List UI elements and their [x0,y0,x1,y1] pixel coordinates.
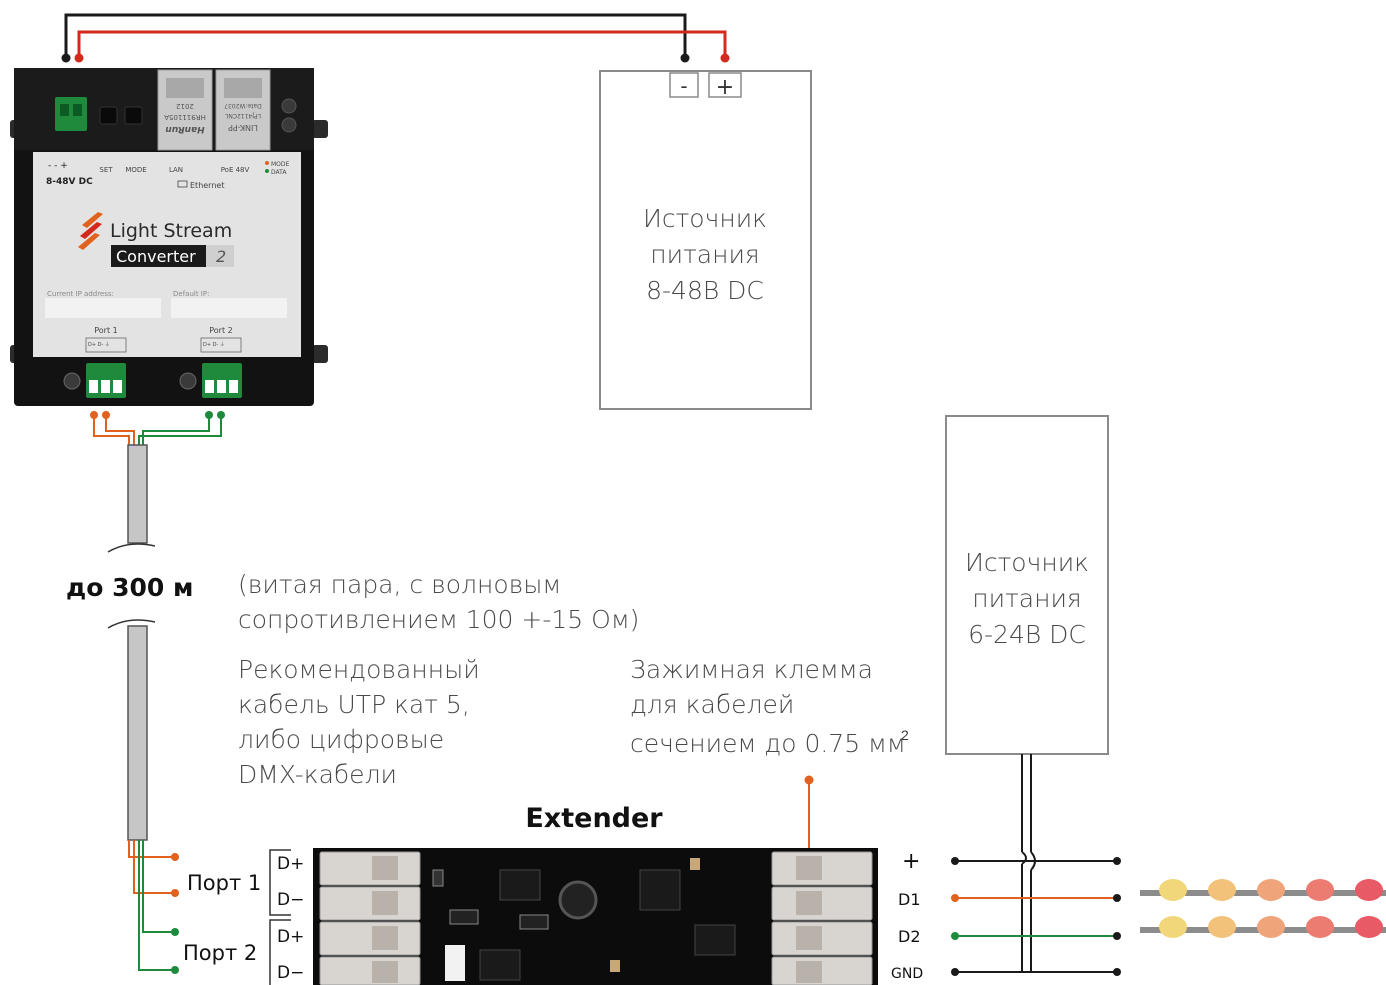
brand-name: Light Stream [110,220,232,242]
mode-button[interactable] [124,106,143,125]
port1-pins-label: D+ D- ⏚ [88,341,110,348]
extender-board [313,848,878,985]
psu2-wires [1021,754,1036,972]
port1-dminus-label: D− [277,890,304,910]
terminal-note-superscript: 2 [901,727,909,743]
terminal-note-line3: сечением до 0.75 мм [630,729,906,758]
psu1-line2: питания [650,240,759,269]
psu2-line3: 6-24В DC [968,620,1086,649]
led-string-d1 [1140,879,1386,901]
cable-note-line2: сопротивлением 100 +-15 Ом) [238,605,639,634]
led-data-label: DATA [271,169,287,176]
port2-pins-label: D+ D- ⏚ [203,341,225,348]
lan-label: LAN [169,166,183,174]
port2-terminal-block [202,363,242,398]
cable-length-label: до 300 м [66,573,193,602]
out-plus-label: + [902,849,920,874]
default-ip-label: Default IP: [173,290,209,298]
port2-label: Port 2 [209,326,233,335]
out-d1-label: D1 [898,890,921,909]
port1-terminal-block [86,363,126,398]
ethernet-icon [177,180,188,188]
extender-port1-label: Порт 1 [187,871,261,895]
set-button[interactable] [99,106,118,125]
extender-title: Extender [525,803,663,834]
psu1-minus-terminal: - [680,74,687,98]
svg-text:Date:W2037: Date:W2037 [224,102,262,109]
converter-device: 2012 HR911105A HanRun Date:W2037 LPJ4112… [10,68,328,406]
terminal-callout-dot [804,775,814,785]
power-supply-1: - + Источник питания 8-48В DC [599,70,812,410]
current-ip-field [45,298,161,318]
psu1-line1: Источник [643,204,767,233]
cable-extender-wires [128,840,179,974]
mode-label: MODE [125,166,146,174]
port2-led [179,372,197,390]
port1-label: Port 1 [94,326,118,335]
poe-label: PoE 48V [221,166,250,174]
default-ip-field [171,298,287,318]
psu1-line3: 8-48В DC [646,276,764,305]
cable-rec-line1: Рекомендованный [238,655,480,684]
cable-rec-line3: либо цифровые [238,725,444,754]
svg-text:LINK-PP: LINK-PP [228,123,258,132]
svg-text:HanRun: HanRun [165,124,204,134]
port1-led [63,372,81,390]
twisted-pair-cable [107,444,156,841]
lan-jack[interactable]: 2012 HR911105A HanRun [157,69,213,151]
terminal-note-line2: для кабелей [630,690,794,719]
led-mode-label: MODE [271,161,290,168]
out-d2-label: D2 [898,927,921,946]
extender-input-labels: D+ D− D+ D− Порт 1 Порт 2 [183,849,304,985]
set-label: SET [99,166,113,174]
out-gnd-label: GND [891,966,923,982]
mode-led [281,98,297,114]
svg-text:2012: 2012 [176,102,194,110]
converter-cable-wires [90,411,225,448]
port2-dminus-label: D− [277,963,304,983]
ethernet-label: Ethernet [190,181,224,190]
product-version: 2 [216,247,226,266]
cable-rec-line2: кабель UTP кат 5, [238,690,470,719]
data-led [281,117,297,133]
port2-dplus-label: D+ [277,927,304,947]
svg-text:HR911105A: HR911105A [164,113,206,121]
extender-port2-label: Порт 2 [183,941,257,965]
psu2-line2: питания [972,584,1081,613]
psu1-plus-terminal: + [716,75,734,100]
power-supply-2: Источник питания 6-24В DC [945,415,1109,755]
led-string-d2 [1140,916,1386,938]
terminal-note-line1: Зажимная клемма [630,655,873,684]
svg-text:LPJ4112CNL: LPJ4112CNL [224,112,261,119]
power-terminal-block [55,97,87,131]
product-name: Converter [116,247,196,266]
psu2-line1: Источник [965,548,1089,577]
cable-rec-line4: DMX-кабели [238,760,397,789]
power-voltage-label: 8-48V DC [46,177,93,187]
extender-outputs: + D1 D2 GND [891,849,1121,982]
light-stream-logo-icon [78,212,103,250]
power-wires [61,13,730,63]
cable-note-line1: (витая пара, с волновым [238,570,561,599]
current-ip-label: Current IP address: [47,290,114,298]
power-polarity-label: - - + [48,161,68,171]
port1-dplus-label: D+ [277,854,304,874]
poe-jack[interactable]: Date:W2037 LPJ4112CNL LINK-PP [215,69,271,151]
